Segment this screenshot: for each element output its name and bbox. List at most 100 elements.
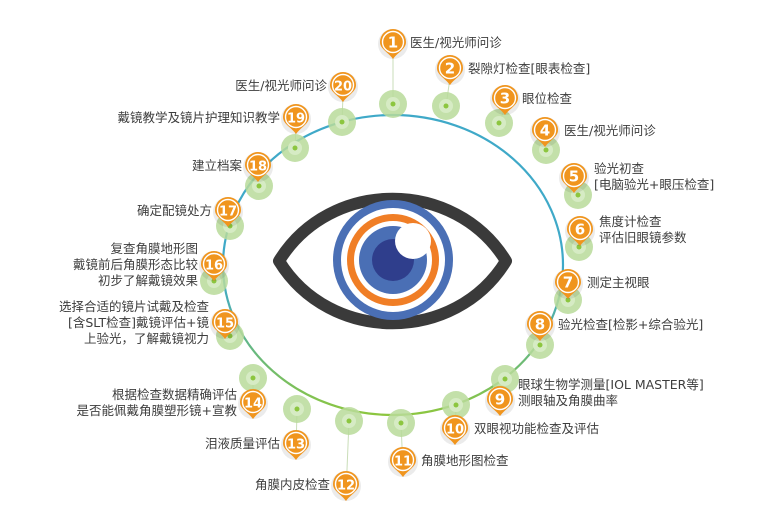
step-pin-ring	[438, 56, 462, 80]
step-number: 3	[500, 90, 510, 108]
step-pin-marker	[245, 152, 271, 182]
process-step-12: 12 角膜内皮检查	[255, 407, 363, 501]
step-pin-ring	[284, 431, 308, 455]
step-node-dot	[256, 183, 262, 189]
step-pin-marker	[215, 197, 241, 227]
step-number: 8	[535, 316, 545, 334]
step-label: 建立档案	[192, 158, 243, 173]
step-pin-marker	[333, 471, 359, 501]
step-pin-ring	[284, 105, 308, 129]
step-label: 评估旧眼镜参数	[599, 230, 687, 245]
step-number: 18	[249, 160, 267, 175]
step-label: 根据检查数据精确评估	[112, 387, 237, 402]
step-label: 复查角膜地形图	[110, 241, 198, 256]
step-pin-ring	[331, 73, 355, 97]
step-label: 医生/视光师问诊	[410, 35, 502, 50]
step-pin-marker	[561, 163, 587, 193]
step-label: 角膜地形图检查	[421, 453, 509, 468]
step-pin-marker	[437, 55, 463, 85]
step-number: 9	[495, 391, 505, 409]
step-pin-ring	[334, 472, 358, 496]
process-step-7: 7 测定主视眼	[553, 269, 650, 314]
step-pin-marker	[283, 104, 309, 134]
step-pin-ring	[556, 270, 580, 294]
step-number: 2	[445, 60, 455, 78]
step-pin-ring	[443, 416, 467, 440]
step-node-dot	[502, 376, 508, 382]
step-number: 7	[563, 274, 573, 292]
step-pin-ring	[562, 164, 586, 188]
step-node-dot	[565, 297, 571, 303]
process-step-18: 18 建立档案	[192, 152, 273, 200]
step-number: 4	[540, 122, 550, 140]
step-pin-ring	[246, 153, 270, 177]
step-label: 初步了解戴镜效果	[98, 273, 199, 288]
step-node-dot	[443, 103, 449, 109]
step-pin-marker	[492, 85, 518, 115]
step-number: 19	[287, 112, 305, 127]
step-number: 14	[244, 397, 262, 412]
step-label: 戴镜教学及镜片护理知识教学	[117, 110, 280, 125]
step-label: 焦度计检查	[599, 214, 662, 229]
step-label: 角膜内皮检查	[255, 477, 331, 492]
step-label: [含SLT检查]戴镜评估+镜	[68, 315, 210, 330]
process-step-13: 13 泪液质量评估	[205, 395, 311, 460]
step-pin-ring	[391, 448, 415, 472]
step-node-dot	[346, 418, 352, 424]
step-number: 12	[337, 479, 355, 494]
step-label: 测定主视眼	[587, 275, 650, 290]
step-number: 10	[446, 423, 464, 438]
step-label: 戴镜前后角膜形态比较	[73, 257, 199, 272]
process-step-1: 1 医生/视光师问诊	[378, 29, 502, 118]
step-pin-marker	[527, 311, 553, 341]
step-label: 裂隙灯检查[眼表检查]	[468, 61, 590, 76]
step-pin-marker	[283, 430, 309, 460]
step-label: 上验光，了解戴镜视力	[84, 331, 209, 346]
step-pin-marker	[567, 216, 593, 246]
step-number: 6	[575, 221, 585, 239]
step-number: 13	[287, 438, 305, 453]
step-pin-ring	[568, 217, 592, 241]
step-pin-marker	[212, 309, 238, 339]
step-number: 17	[219, 205, 237, 220]
step-node-dot	[227, 333, 233, 339]
step-pin-ring	[241, 390, 265, 414]
step-label: 眼位检查	[522, 91, 573, 106]
step-label: 医生/视光师问诊	[235, 78, 327, 93]
step-pin-ring	[381, 30, 405, 54]
step-pin-marker	[240, 389, 266, 419]
step-label: 泪液质量评估	[205, 436, 280, 451]
step-pin-ring	[533, 118, 557, 142]
step-label: 选择合适的镜片试戴及检查	[59, 299, 210, 314]
step-node-dot	[390, 101, 396, 107]
step-pin-ring	[488, 387, 512, 411]
step-number: 11	[394, 455, 412, 470]
step-node-dot	[294, 406, 300, 412]
step-number: 5	[569, 168, 579, 186]
step-pin-ring	[528, 312, 552, 336]
step-pin-marker	[487, 386, 513, 416]
step-number: 15	[216, 317, 234, 332]
step-pin-marker	[532, 117, 558, 147]
step-pin-marker	[442, 415, 468, 445]
step-number: 1	[388, 34, 398, 52]
step-pin-ring	[213, 310, 237, 334]
step-label: 验光初查	[594, 161, 645, 176]
step-pin-ring	[493, 86, 517, 110]
eye-illustration	[273, 192, 512, 330]
step-label: 是否能佩戴角膜塑形镜+宣教	[77, 403, 238, 418]
step-node-dot	[543, 147, 549, 153]
